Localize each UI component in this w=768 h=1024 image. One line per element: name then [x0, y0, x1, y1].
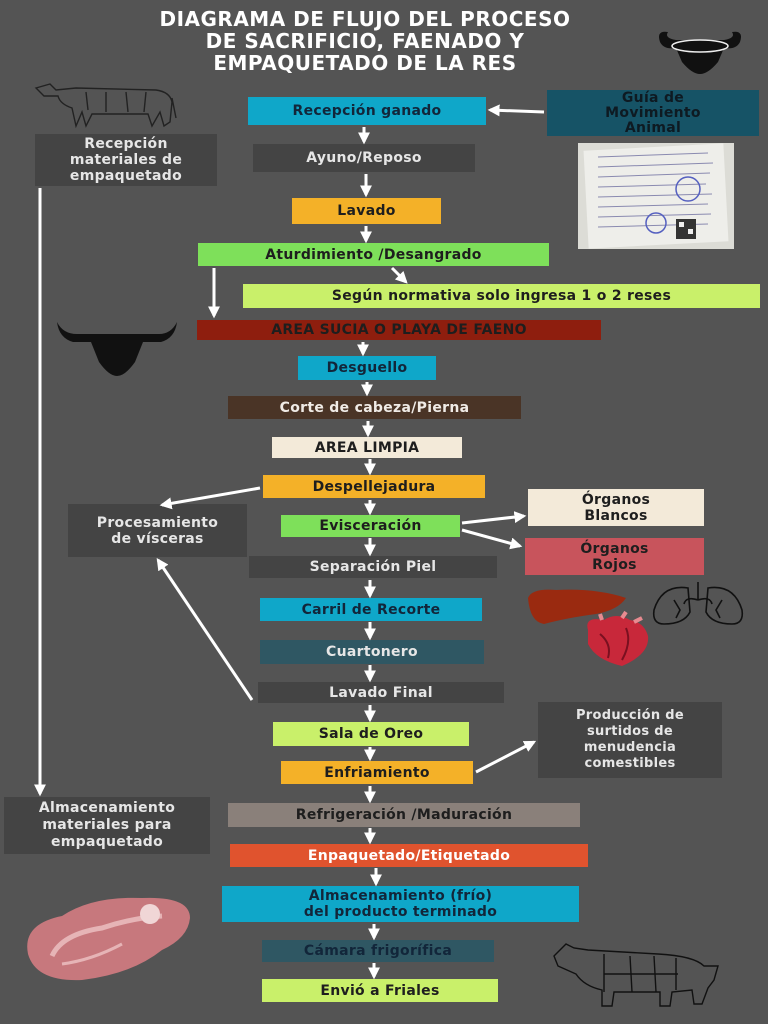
arrow-to-normativa	[392, 268, 406, 282]
arrow-to-blancos	[462, 516, 524, 523]
arrow-lavado-to-procesamiento	[158, 560, 252, 700]
arrow-to-rojos	[462, 530, 520, 546]
arrow-to-procesamiento	[162, 488, 260, 505]
arrow-to-produccion	[476, 742, 534, 772]
arrow-guia	[490, 110, 544, 112]
